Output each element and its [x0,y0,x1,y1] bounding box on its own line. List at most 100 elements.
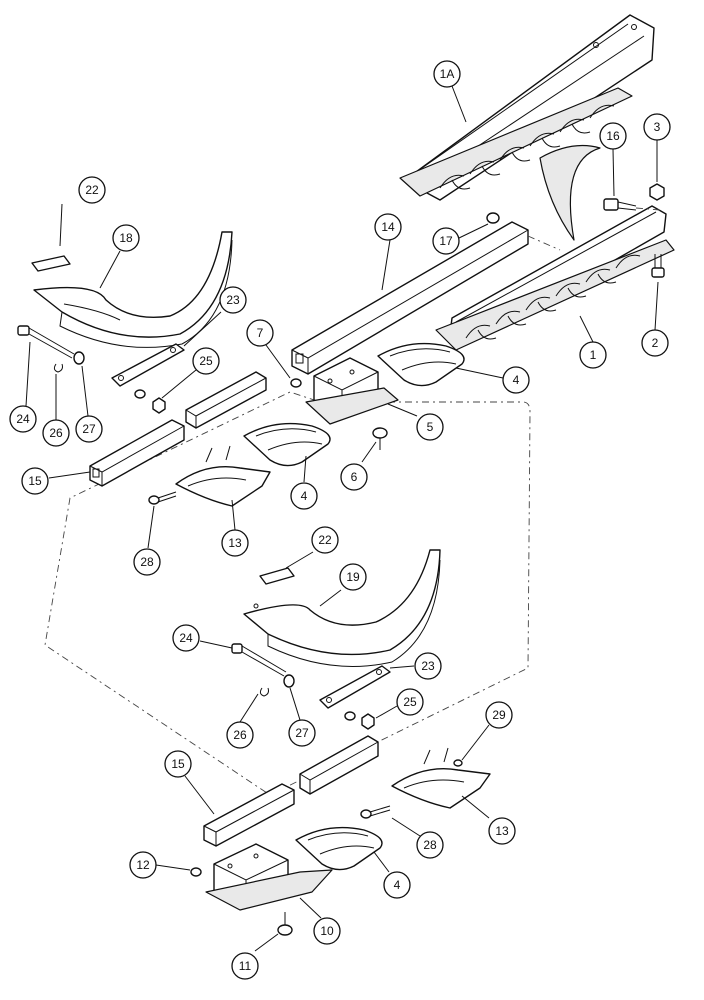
part-22-plate-upper [31,255,71,272]
callout-25-lower: 25 [396,688,424,716]
callout-18: 18 [112,224,140,252]
callout-label: 16 [606,129,620,143]
callout-label: 1A [440,67,455,81]
part-7-nut [290,378,302,388]
curved-blade-upper [539,144,601,241]
callout-23-upper: 23 [219,286,247,314]
callout-label: 2 [652,336,659,350]
part-13-knife-upper [175,445,271,507]
callout-7: 7 [246,319,274,347]
part-27-washer-upper [73,351,85,365]
callout-28-upper: 28 [133,548,161,576]
callout-5: 5 [416,413,444,441]
callout-label: 4 [394,878,401,892]
callout-22-upper: 22 [78,176,106,204]
callout-label: 4 [301,489,308,503]
callout-label: 4 [513,373,520,387]
callout-label: 5 [427,420,434,434]
callout-label: 15 [28,474,42,488]
part-22-plate-lower [259,567,295,585]
part-23-bar-lower [319,665,391,709]
part-14-tube [291,221,561,375]
callout-13-upper: 13 [221,529,249,557]
callout-label: 26 [233,728,247,742]
callout-29: 29 [485,701,513,729]
short-tube-upper [185,371,267,429]
callout-24-upper: 24 [9,405,37,433]
part-4-guard-b [243,422,331,467]
part-25-nut-upper [134,389,166,414]
part-15-tube-upper [89,419,185,487]
part-2-bolt [651,254,665,278]
part-25-nut-lower [344,711,375,730]
callout-1: 1 [579,341,607,369]
callout-14: 14 [374,213,402,241]
callout-2: 2 [641,329,669,357]
callout-4-b: 4 [290,482,318,510]
callout-17: 17 [432,227,460,255]
callout-19: 19 [339,563,367,591]
callout-24-lower: 24 [172,624,200,652]
callout-label: 10 [320,924,334,938]
part-3-nut [649,183,665,201]
callout-15-lower: 15 [164,750,192,778]
callout-10: 10 [313,917,341,945]
part-16-bolt [603,198,661,211]
part-1-cutter-bar [435,205,675,351]
callout-13-lower: 13 [488,817,516,845]
callout-6: 6 [340,463,368,491]
callout-28-lower: 28 [416,831,444,859]
short-tube-lower [299,735,379,795]
part-23-bar-upper [111,343,185,387]
assembly-group-outline [44,391,531,796]
callout-4-c: 4 [383,871,411,899]
leader-lines [25,85,659,952]
callout-26-lower: 26 [226,721,254,749]
part-6-bolt [372,427,388,450]
part-27-washer-lower [283,674,295,688]
callout-label: 22 [85,183,99,197]
callout-3: 3 [643,113,671,141]
callout-22-lower: 22 [311,526,339,554]
callout-label: 3 [654,120,661,134]
part-4-guard-c [295,826,383,871]
callout-label: 13 [228,536,242,550]
part-29-pin [453,759,463,767]
part-17-nut [486,212,500,224]
part-1A-cutter-bar [399,14,655,201]
callout-27-upper: 27 [75,415,103,443]
callout-label: 13 [495,824,509,838]
callout-label: 18 [119,231,133,245]
callout-label: 11 [239,959,252,973]
callout-25-upper: 25 [192,347,220,375]
callout-label: 14 [381,220,395,234]
part-26-pin-lower [259,687,269,697]
callout-label: 15 [171,757,185,771]
callout-label: 25 [199,354,213,368]
callout-label: 24 [16,412,30,426]
callout-label: 12 [136,858,150,872]
part-4-guard-a [377,342,465,387]
callout-16: 16 [599,122,627,150]
callout-label: 17 [439,234,453,248]
callout-label: 27 [295,726,309,740]
callout-label: 23 [226,293,240,307]
part-28-bolt-lower [360,805,391,819]
part-13-knife-lower [391,747,491,809]
callout-15-upper: 15 [21,467,49,495]
callout-label: 24 [179,631,193,645]
callout-12: 12 [129,851,157,879]
callout-label: 23 [421,659,435,673]
callout-label: 25 [403,695,417,709]
callout-4-a: 4 [502,366,530,394]
callout-1A: 1A [433,60,461,88]
callout-27-lower: 27 [288,719,316,747]
part-19-shield [243,549,441,667]
part-12-nut [190,867,202,877]
callout-23-lower: 23 [414,652,442,680]
part-18-shield [33,231,233,348]
callout-label: 29 [492,708,506,722]
callout-label: 28 [140,555,154,569]
callouts: 1A 16 3 22 18 14 17 23 [9,60,671,980]
callout-label: 22 [318,533,332,547]
